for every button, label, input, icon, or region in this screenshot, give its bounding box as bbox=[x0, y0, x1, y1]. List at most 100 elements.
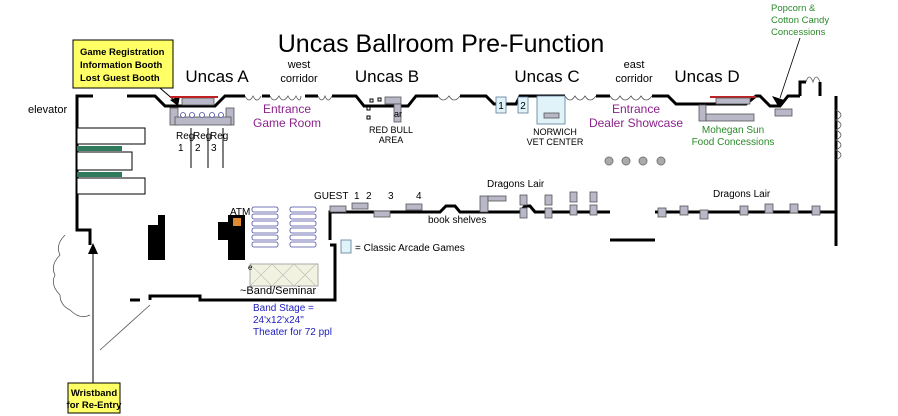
pillars bbox=[604, 156, 666, 166]
column-left bbox=[148, 215, 165, 260]
red-bull-fixtures bbox=[366, 96, 402, 123]
registration-callout bbox=[72, 39, 174, 89]
reg-2-number: 2 bbox=[195, 143, 201, 154]
map-title: Uncas Ballroom Pre-Function bbox=[278, 30, 605, 58]
guest-1-number: 1 bbox=[354, 191, 360, 202]
southwest-doors bbox=[52, 234, 151, 351]
lair-table bbox=[487, 195, 507, 202]
lair-table bbox=[589, 191, 598, 203]
seat-row bbox=[289, 213, 317, 220]
book-shelves-label: book shelves bbox=[428, 215, 486, 226]
lair-table bbox=[479, 195, 489, 213]
entrance-game-room-line2: Game Room bbox=[253, 116, 321, 130]
guest-tables bbox=[329, 202, 423, 218]
lair-table bbox=[789, 203, 799, 214]
reg-3-label: Reg bbox=[210, 131, 228, 142]
east-corridor-line1: east bbox=[624, 59, 645, 71]
entrance-dealer-line2: Dealer Showcase bbox=[589, 116, 683, 130]
atm-label: ATM bbox=[230, 207, 250, 218]
norwich-table bbox=[543, 112, 560, 119]
elevator-label: elevator bbox=[28, 104, 67, 116]
callout-pointer bbox=[159, 87, 176, 102]
lair-table bbox=[657, 207, 667, 218]
seat-row bbox=[289, 241, 317, 248]
seat-row bbox=[251, 227, 279, 234]
seat-row bbox=[289, 220, 317, 227]
room-uncas-c: Uncas C bbox=[514, 67, 579, 86]
mohegan-line1: Mohegan Sun bbox=[702, 125, 764, 136]
lair-table bbox=[569, 204, 578, 216]
west-corridor-line1: west bbox=[287, 59, 311, 71]
seat-row bbox=[289, 206, 317, 213]
mohegan-tables bbox=[698, 96, 793, 122]
lair-table bbox=[519, 207, 528, 219]
seat-row bbox=[251, 213, 279, 220]
arcade-game-1-number: 1 bbox=[498, 101, 504, 112]
entrance-game-room-line1: Entrance bbox=[263, 102, 311, 116]
registration-tables bbox=[169, 96, 235, 168]
callout-game-registration: Game Registration bbox=[80, 47, 165, 58]
popcorn-pointer bbox=[779, 37, 801, 99]
arcade-game-2 bbox=[517, 96, 529, 114]
band-stage-line2: 24'x12'x24" bbox=[253, 315, 304, 326]
seat-row bbox=[251, 234, 279, 241]
arcade-game-1 bbox=[495, 96, 507, 114]
arcade-game-2-number: 2 bbox=[520, 101, 526, 112]
seat-row bbox=[251, 220, 279, 227]
dragons-lair-tables bbox=[479, 191, 821, 220]
seat-row bbox=[251, 241, 279, 248]
east-wall bbox=[798, 80, 838, 246]
lair-table bbox=[569, 191, 578, 203]
band-stage-line3: Theater for 72 ppl bbox=[253, 327, 332, 338]
east-corridor-line2: corridor bbox=[615, 73, 653, 85]
lair-table bbox=[519, 194, 528, 206]
lair-table bbox=[699, 209, 709, 220]
south-wall bbox=[130, 243, 337, 302]
band-stage bbox=[249, 263, 319, 287]
guest-4-number: 4 bbox=[416, 191, 422, 202]
lair-table bbox=[811, 205, 821, 216]
dragons-lair-1-label: Dragons Lair bbox=[487, 179, 545, 190]
entrance-dealer-line1: Entrance bbox=[612, 102, 660, 116]
norwich-line1: NORWICH bbox=[533, 127, 577, 137]
dragons-lair-2-label: Dragons Lair bbox=[713, 189, 771, 200]
west-corridor-line2: corridor bbox=[280, 73, 318, 85]
stage-hatching bbox=[249, 263, 317, 287]
atm-icon bbox=[233, 218, 241, 226]
legend-arcade-swatch bbox=[340, 239, 352, 254]
popcorn-line3: Concessions bbox=[771, 27, 826, 38]
guest-label: GUEST bbox=[314, 191, 348, 202]
arrow-icon bbox=[170, 96, 180, 106]
norwich-area bbox=[536, 95, 566, 125]
reg-1-label: Reg bbox=[176, 131, 194, 142]
door-arcs bbox=[244, 76, 842, 161]
guest-2-number: 2 bbox=[366, 191, 372, 202]
band-stage-line1: Band Stage = bbox=[253, 303, 314, 314]
room-uncas-d: Uncas D bbox=[674, 67, 739, 86]
room-uncas-b: Uncas B bbox=[355, 67, 419, 86]
seat-row bbox=[289, 234, 317, 241]
legend-arcade-label: = Classic Arcade Games bbox=[355, 243, 465, 254]
lair-table bbox=[764, 203, 774, 214]
lair-table bbox=[544, 194, 553, 206]
arrow-icon bbox=[772, 96, 784, 106]
column-atm bbox=[218, 215, 245, 260]
band-seminar-label: ~Band/Seminar bbox=[240, 285, 316, 297]
arrow-icon bbox=[88, 243, 98, 254]
stage-e-label: e bbox=[248, 263, 253, 272]
callout-lost-guest-booth: Lost Guest Booth bbox=[80, 73, 160, 84]
lair-table bbox=[739, 205, 749, 216]
reg-3-number: 3 bbox=[211, 143, 217, 154]
lair-table bbox=[544, 207, 553, 219]
theater-seating bbox=[251, 206, 317, 248]
lair-table bbox=[589, 204, 598, 216]
reg-1-number: 1 bbox=[178, 143, 184, 154]
reg-2-label: Reg bbox=[193, 131, 211, 142]
escalators bbox=[76, 127, 146, 195]
inner-wall bbox=[328, 204, 836, 242]
guest-3-number: 3 bbox=[388, 191, 394, 202]
lair-table bbox=[679, 205, 689, 216]
wristband-line2: for Re-Entry bbox=[67, 400, 123, 411]
wristband-callout bbox=[67, 382, 121, 414]
